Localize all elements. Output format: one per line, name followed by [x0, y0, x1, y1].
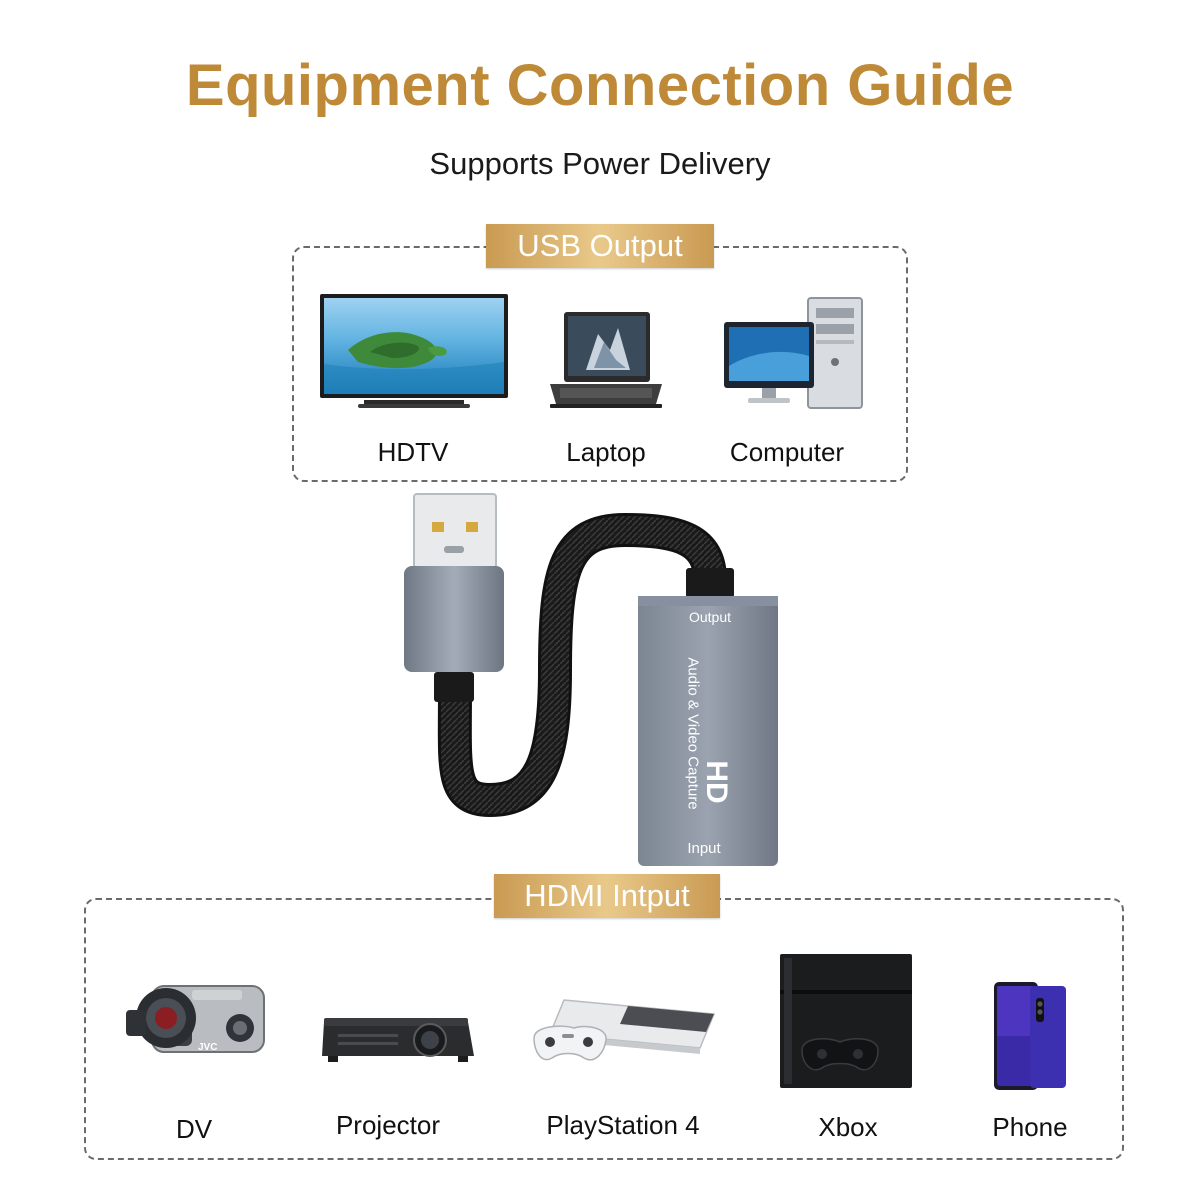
laptop-icon	[546, 310, 666, 410]
hdmi-input-badge: HDMI Intput	[494, 874, 720, 918]
page-title: Equipment Connection Guide	[185, 53, 1015, 118]
console-icon	[774, 950, 924, 1092]
phone-icon	[990, 980, 1070, 1092]
device-label-xbox: Xbox	[818, 1112, 878, 1142]
hdtv-icon	[318, 292, 510, 414]
device-label-hdtv: HDTV	[377, 437, 449, 467]
page-subtitle: Supports Power Delivery	[429, 146, 771, 181]
device-label-laptop: Laptop	[566, 437, 646, 467]
projector-icon	[318, 1008, 478, 1068]
device-label-phone: Phone	[992, 1112, 1068, 1142]
device-label-dv: DV	[175, 1114, 213, 1144]
capture-hd-mark: HD	[700, 760, 733, 804]
device-label-projector: Projector	[335, 1110, 441, 1140]
playstation-4-icon	[528, 990, 720, 1076]
capture-output-label: Output	[688, 609, 732, 625]
usb-capture-device	[380, 490, 820, 880]
capture-input-label: Input	[687, 840, 721, 857]
device-label-computer: Computer	[729, 437, 845, 467]
device-label-playstation-4: PlayStation 4	[546, 1110, 700, 1140]
camcorder-icon: JVC	[122, 966, 272, 1066]
computer-icon	[722, 296, 870, 414]
usb-output-badge: USB Output	[486, 224, 714, 268]
svg-text:JVC: JVC	[198, 1042, 217, 1053]
